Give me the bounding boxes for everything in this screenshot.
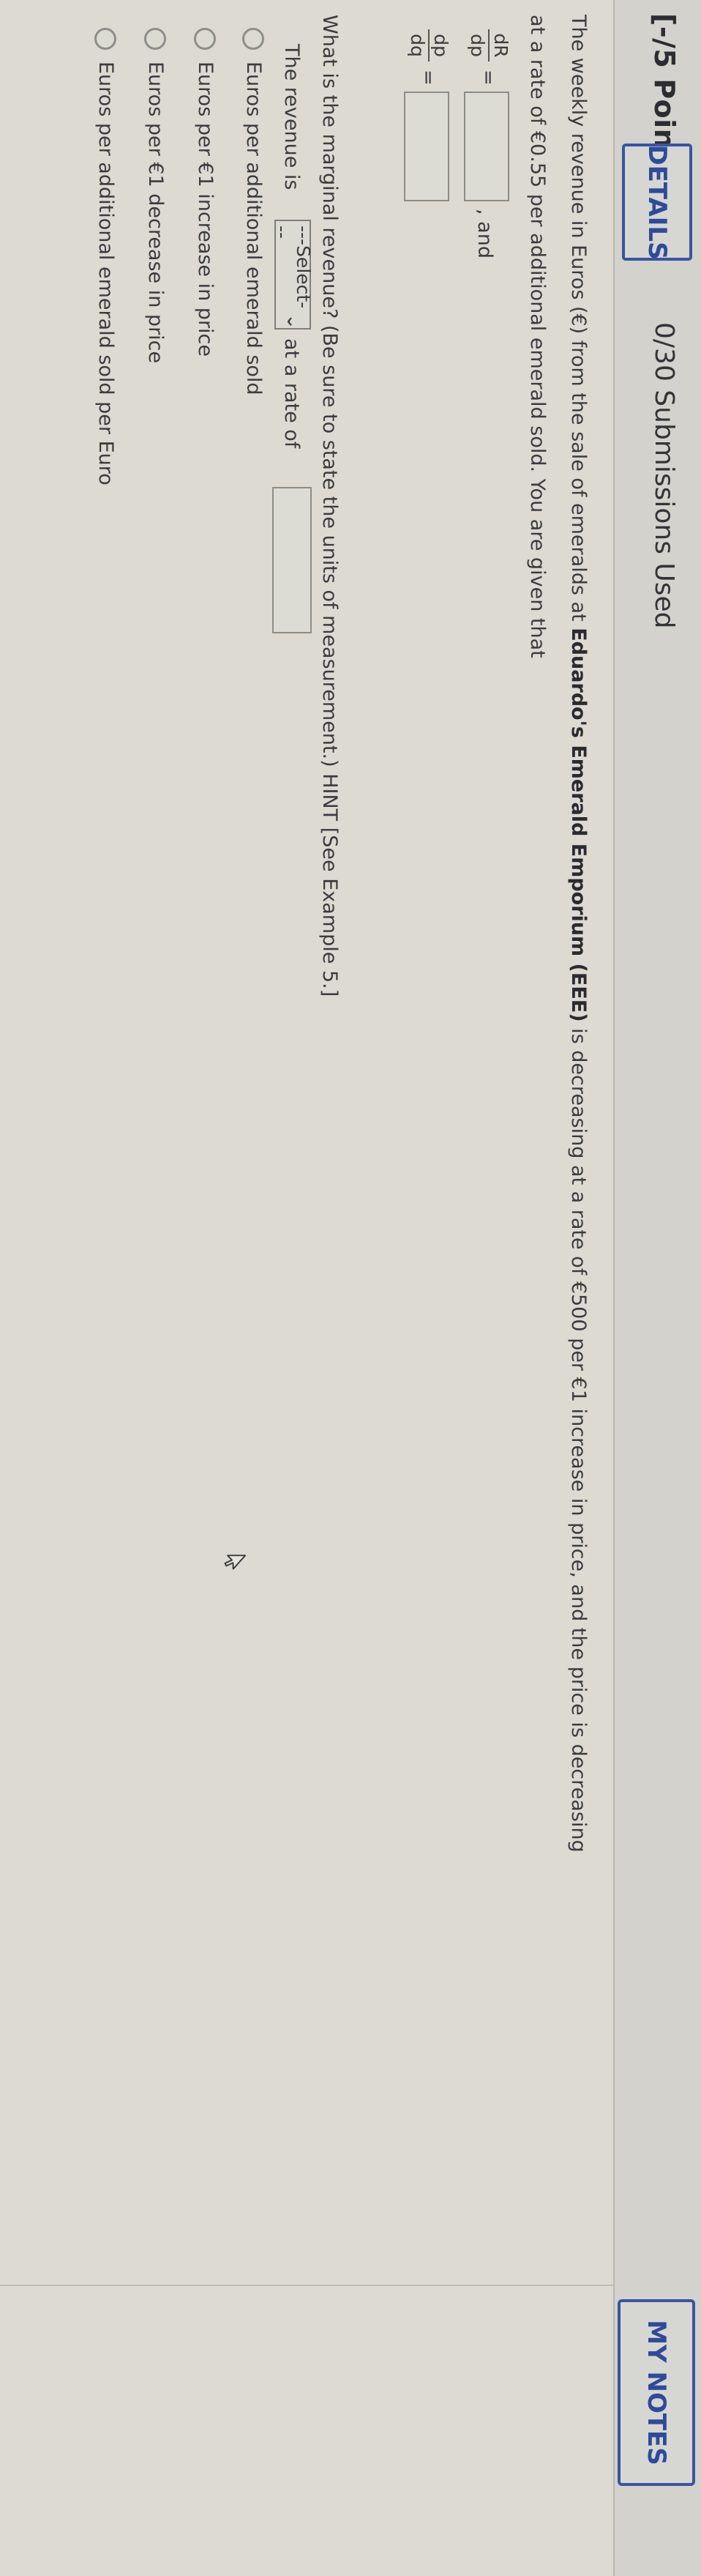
details-button[interactable]: DETAILS bbox=[622, 144, 692, 261]
select-value: ---Select--- bbox=[271, 226, 314, 309]
revenue-is-label: The revenue is bbox=[280, 44, 303, 190]
business-name: Eduardo's Emerald Emporium (EEE) bbox=[567, 628, 590, 1022]
unit-option-2[interactable]: Euros per €1 increase in price bbox=[194, 28, 217, 357]
direction-select[interactable]: ---Select--- ⌄ bbox=[271, 220, 314, 330]
unit-option-3[interactable]: Euros per €1 decrease in price bbox=[144, 28, 167, 363]
fraction-denominator: dq bbox=[407, 34, 428, 57]
fraction-dp-dq: dp dq bbox=[407, 29, 451, 62]
radio-button[interactable] bbox=[242, 28, 265, 50]
drdp-input[interactable] bbox=[464, 92, 509, 201]
equals-sign: = bbox=[477, 70, 499, 86]
chevron-down-icon: ⌄ bbox=[283, 313, 302, 330]
question-body: The weekly revenue in Euros (€) from the… bbox=[0, 0, 613, 2286]
mouse-cursor-icon bbox=[224, 1555, 247, 1570]
dpdq-input[interactable] bbox=[404, 92, 449, 201]
fraction-bar bbox=[428, 29, 430, 62]
question-text: is decreasing at a rate of €500 per €1 i… bbox=[567, 1021, 590, 1853]
radio-button[interactable] bbox=[94, 28, 117, 50]
submissions-count: 0/30 Submissions Used bbox=[649, 322, 679, 629]
rate-input[interactable] bbox=[272, 487, 312, 633]
fraction-numerator: dR bbox=[490, 33, 511, 58]
my-notes-button[interactable]: MY NOTES bbox=[618, 2299, 695, 2486]
fraction-bar bbox=[488, 29, 490, 62]
option-label: Euros per €1 decrease in price bbox=[144, 62, 167, 364]
question-header: [-/5 Points] DETAILS 0/30 Submissions Us… bbox=[613, 0, 701, 2576]
option-label: Euros per additional emerald sold per Eu… bbox=[94, 62, 117, 485]
question-text-line-2: at a rate of €0.55 per additional emeral… bbox=[526, 15, 549, 658]
question-text-line-1: The weekly revenue in Euros (€) from the… bbox=[567, 15, 590, 1853]
marginal-revenue-prompt: What is the marginal revenue? (Be sure t… bbox=[318, 15, 341, 997]
unit-option-1[interactable]: Euros per additional emerald sold bbox=[242, 28, 265, 395]
fraction-denominator: dp bbox=[467, 34, 488, 57]
unit-option-4[interactable]: Euros per additional emerald sold per Eu… bbox=[94, 28, 117, 485]
radio-button[interactable] bbox=[194, 28, 217, 50]
fraction-dR-dp: dR dp bbox=[467, 29, 511, 62]
option-label: Euros per additional emerald sold bbox=[242, 62, 265, 395]
fraction-numerator: dp bbox=[430, 34, 451, 57]
option-label: Euros per €1 increase in price bbox=[194, 62, 217, 357]
and-text: , and bbox=[473, 209, 496, 258]
question-text: The weekly revenue in Euros (€) from the… bbox=[567, 15, 590, 628]
radio-button[interactable] bbox=[144, 28, 167, 50]
equals-sign: = bbox=[417, 70, 439, 86]
at-rate-of-label: at a rate of bbox=[280, 338, 303, 449]
